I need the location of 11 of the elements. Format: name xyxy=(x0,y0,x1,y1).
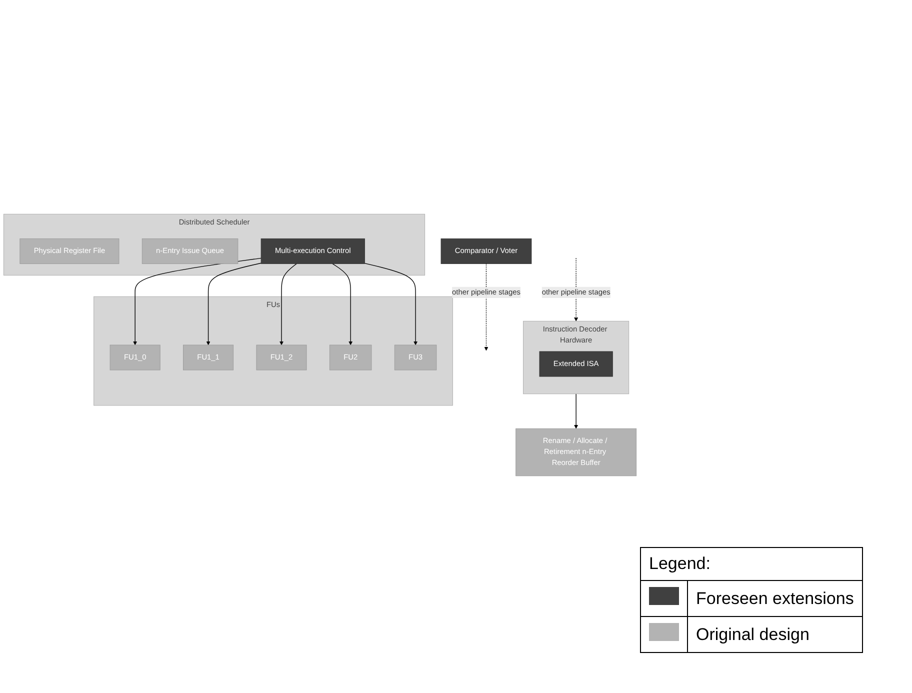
arrow xyxy=(206,262,262,346)
arrow xyxy=(574,258,578,322)
arrow xyxy=(364,263,418,346)
arrow xyxy=(574,394,578,429)
arrow xyxy=(133,258,262,346)
arrow xyxy=(332,263,353,346)
legend-title: Legend: xyxy=(640,548,862,580)
legend-text: Original design xyxy=(688,616,862,652)
legend-text: Foreseen extensions xyxy=(688,580,862,616)
arrow xyxy=(279,263,297,346)
arrow xyxy=(484,263,488,351)
